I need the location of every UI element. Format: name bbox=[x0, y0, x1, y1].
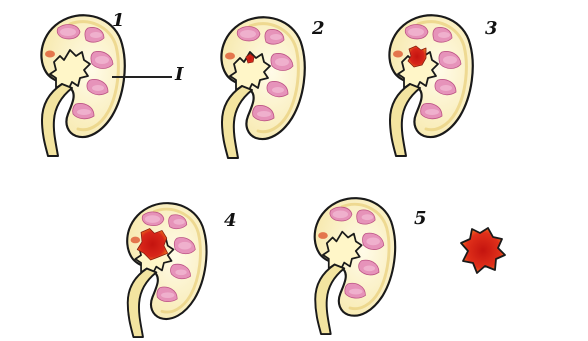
stage-3-number: 3 bbox=[485, 20, 498, 38]
pyramid-highlight bbox=[145, 215, 160, 223]
pyramid-highlight bbox=[349, 289, 363, 295]
pyramid-highlight bbox=[270, 34, 282, 40]
pyramid-highlight bbox=[95, 56, 109, 64]
pyramid-highlight bbox=[440, 85, 452, 91]
pyramid-highlight bbox=[175, 269, 186, 275]
pyramid-highlight bbox=[425, 109, 439, 115]
stage-2-panel bbox=[208, 14, 308, 159]
kidney-illustration bbox=[208, 14, 308, 159]
pyramid-highlight bbox=[173, 219, 184, 225]
pyramid-highlight bbox=[161, 292, 174, 298]
pyramid-highlight bbox=[366, 237, 380, 245]
callout-leader-line bbox=[112, 76, 172, 78]
pyramid-highlight bbox=[92, 85, 104, 91]
cortical-spot bbox=[393, 51, 403, 58]
pyramid-highlight bbox=[364, 265, 376, 271]
pyramid-highlight bbox=[90, 32, 102, 38]
kidney-illustration bbox=[112, 200, 212, 338]
pyramid-highlight bbox=[240, 30, 256, 38]
stage-4-panel bbox=[112, 200, 212, 338]
stage-4-number: 4 bbox=[224, 212, 237, 230]
stage-5-number: 5 bbox=[414, 210, 427, 228]
kidney-illustration bbox=[28, 12, 128, 157]
stage-2-number: 2 bbox=[312, 20, 325, 38]
kidney-stone-icon bbox=[458, 225, 508, 277]
pyramid-highlight bbox=[362, 214, 374, 220]
pyramid-highlight bbox=[272, 87, 284, 93]
pyramid-highlight bbox=[443, 56, 457, 64]
pyramid-highlight bbox=[275, 58, 289, 66]
pyramid-highlight bbox=[77, 109, 91, 115]
kidney-illustration bbox=[300, 195, 400, 335]
kidney-illustration bbox=[376, 12, 476, 157]
stage-3-panel bbox=[376, 12, 476, 157]
removed-stone bbox=[458, 225, 508, 277]
cortical-spot bbox=[45, 51, 55, 58]
stage-1-panel bbox=[28, 12, 128, 157]
pyramid-highlight bbox=[438, 32, 450, 38]
callout-label: I bbox=[175, 66, 183, 84]
stage-1-number: 1 bbox=[112, 12, 125, 30]
pyramid-highlight bbox=[178, 242, 191, 250]
cortical-spot bbox=[225, 53, 235, 60]
pyramid-highlight bbox=[408, 28, 424, 36]
pyramid-highlight bbox=[257, 111, 271, 117]
cortical-spot bbox=[318, 232, 328, 239]
cortical-spot bbox=[131, 237, 141, 244]
pyramid-highlight bbox=[333, 210, 348, 218]
stage-5-panel bbox=[300, 195, 400, 335]
pyramid-highlight bbox=[60, 28, 76, 36]
